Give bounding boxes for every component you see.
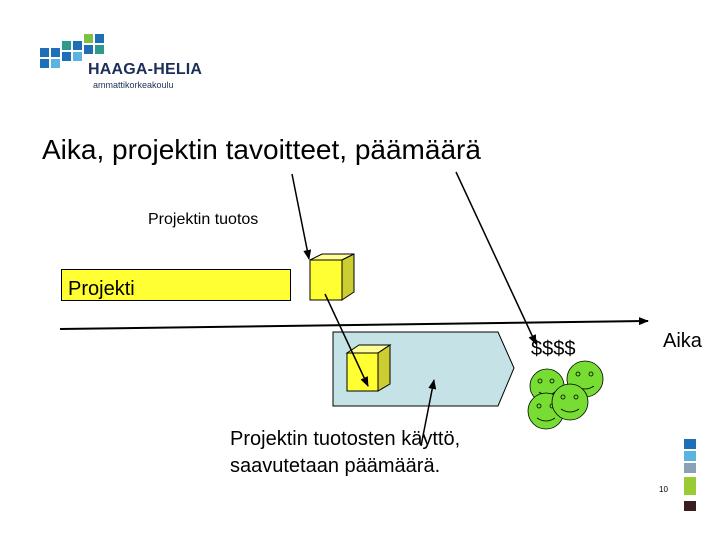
side-square-gray [684, 463, 696, 473]
logo-squares-icon [40, 34, 104, 68]
usage-text-line-1: Projektin tuotosten käyttö, [230, 428, 461, 450]
logo-name: HAAGA-HELIA [88, 61, 203, 78]
slide-title: Aika, projektin tavoitteet, päämäärä [42, 134, 481, 165]
arrow-cube-down [324, 293, 369, 387]
side-square-teal [684, 451, 696, 461]
usage-text: Projektin tuotosten käyttö, saavutetaan … [230, 426, 460, 480]
project-bar [61, 269, 291, 301]
side-square-green [684, 477, 696, 495]
money-label: $$$$ [531, 338, 576, 360]
product-cube-icon-usage [345, 344, 392, 392]
arrow-title-to-money [455, 171, 537, 345]
time-label: Aika [663, 330, 702, 352]
usage-text-line-2: saavutetaan päämäärä. [230, 455, 441, 477]
side-square-blue [684, 439, 696, 449]
arrow-usage-up [420, 379, 437, 447]
arrow-to-output [291, 173, 312, 260]
haaga-helia-logo [40, 33, 200, 93]
smiley-face-icon [551, 383, 589, 421]
product-cube-icon [309, 253, 355, 301]
output-label: Projektin tuotos [148, 211, 259, 228]
logo-subtitle: ammattikorkeakoulu [93, 80, 174, 90]
side-square-dark [684, 501, 696, 511]
page-number: 10 [659, 485, 668, 494]
timeline-arrow [59, 317, 649, 330]
project-label: Projekti [68, 278, 135, 300]
